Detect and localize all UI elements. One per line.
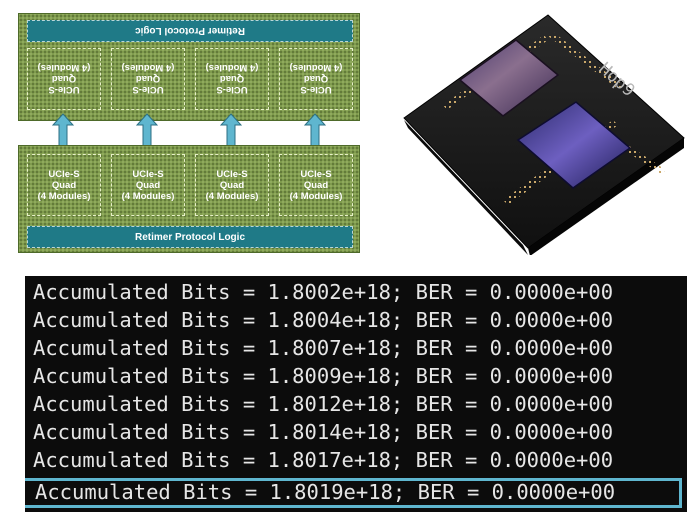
quad-label-line2: Quad xyxy=(51,73,77,85)
terminal-output: Accumulated Bits = 1.8002e+18; BER = 0.0… xyxy=(25,276,687,512)
quad-label-line1: UCIe-S xyxy=(132,84,164,96)
die-1 xyxy=(458,39,560,117)
quad-label-line1: UCIe-S xyxy=(48,84,80,96)
quad-label-line2: Quad xyxy=(51,179,77,191)
quad-label-line3: (4 Modules) xyxy=(37,62,91,74)
top-retimer-protocol-logic: Retimer Protocol Logic xyxy=(27,20,353,42)
bottom-quad-2: UCIe-S Quad (4 Modules) xyxy=(111,154,185,216)
terminal-line: Accumulated Bits = 1.8017e+18; BER = 0.0… xyxy=(33,448,614,472)
quad-label-line1: UCIe-S xyxy=(300,84,332,96)
quad-label-line2: Quad xyxy=(219,179,245,191)
quad-label-line1: UCIe-S xyxy=(300,168,332,180)
quad-label-line1: UCIe-S xyxy=(216,168,248,180)
bottom-quad-3: UCIe-S Quad (4 Modules) xyxy=(195,154,269,216)
package-edge xyxy=(528,138,684,255)
die-2 xyxy=(516,101,632,189)
terminal-line: Accumulated Bits = 1.8014e+18; BER = 0.0… xyxy=(33,420,614,444)
top-quad-1: UCIe-S Quad (4 Modules) xyxy=(27,48,101,110)
quad-label-line1: UCIe-S xyxy=(216,84,248,96)
quad-label-line2: Quad xyxy=(303,179,329,191)
terminal-line-highlighted: Accumulated Bits = 1.8019e+18; BER = 0.0… xyxy=(25,478,682,508)
quad-label-line2: Quad xyxy=(219,73,245,85)
bottom-die: UCIe-S Quad (4 Modules) UCIe-S Quad (4 M… xyxy=(18,145,360,253)
bottom-retimer-protocol-logic: Retimer Protocol Logic xyxy=(27,226,353,248)
quad-label-line3: (4 Modules) xyxy=(205,190,259,202)
pin-row xyxy=(548,32,623,89)
terminal-line: Accumulated Bits = 1.8002e+18; BER = 0.0… xyxy=(33,280,614,304)
quad-label-line1: UCIe-S xyxy=(132,168,164,180)
ucie-retimer-diagram: Retimer Protocol Logic UCIe-S Quad (4 Mo… xyxy=(18,13,360,253)
quad-label-line2: Quad xyxy=(135,179,161,191)
top-quad-4: UCIe-S Quad (4 Modules) xyxy=(279,48,353,110)
pin-row xyxy=(526,35,548,53)
top-quad-3: UCIe-S Quad (4 Modules) xyxy=(195,48,269,110)
top-die: Retimer Protocol Logic UCIe-S Quad (4 Mo… xyxy=(18,13,360,121)
package-side xyxy=(404,120,528,255)
quad-label-line3: (4 Modules) xyxy=(289,62,343,74)
quad-label-line3: (4 Modules) xyxy=(37,190,91,202)
quad-label-line3: (4 Modules) xyxy=(121,190,175,202)
quad-label-line1: UCIe-S xyxy=(48,168,80,180)
bottom-quad-1: UCIe-S Quad (4 Modules) xyxy=(27,154,101,216)
quad-label-line3: (4 Modules) xyxy=(121,62,175,74)
quad-label-line2: Quad xyxy=(303,73,329,85)
quad-label-line2: Quad xyxy=(135,73,161,85)
quad-label-line3: (4 Modules) xyxy=(289,190,343,202)
chip-package-photo: Hop9 xyxy=(403,14,685,255)
terminal-line: Accumulated Bits = 1.8009e+18; BER = 0.0… xyxy=(33,364,614,388)
terminal-line: Accumulated Bits = 1.8007e+18; BER = 0.0… xyxy=(33,336,614,360)
top-quad-2: UCIe-S Quad (4 Modules) xyxy=(111,48,185,110)
bottom-quad-4: UCIe-S Quad (4 Modules) xyxy=(279,154,353,216)
terminal-line: Accumulated Bits = 1.8004e+18; BER = 0.0… xyxy=(33,308,614,332)
terminal-line: Accumulated Bits = 1.8012e+18; BER = 0.0… xyxy=(33,392,614,416)
quad-label-line3: (4 Modules) xyxy=(205,62,259,74)
